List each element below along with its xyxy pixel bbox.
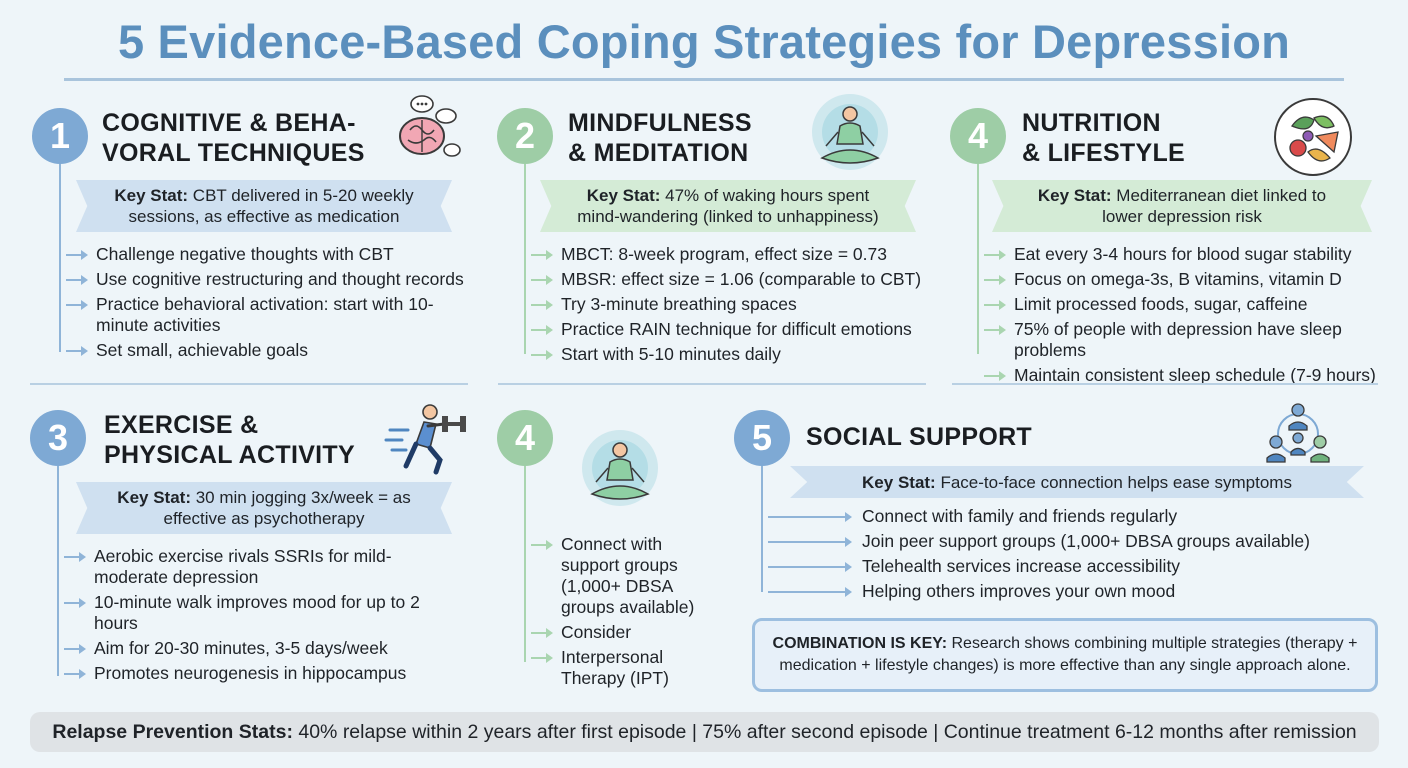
list-item: Interpersonal Therapy (IPT) [531,647,713,689]
section-divider [952,383,1378,385]
support-list: Connect with support groups (1,000+ DBSA… [531,534,713,693]
title-divider [64,78,1344,81]
list-item: Aerobic exercise rivals SSRIs for mild-m… [64,546,426,588]
list-item: Start with 5-10 minutes daily [531,344,933,365]
list-item: 10-minute walk improves mood for up to 2… [64,592,426,634]
section-number: 5 [734,410,790,466]
list-item: Set small, achievable goals [66,340,478,361]
section-divider [498,383,926,385]
section-title: MINDFULNESS & MEDITATION [568,109,752,167]
connector-line [524,466,526,662]
meditation-icon [812,94,888,170]
list-item: Promotes neurogenesis in hippocampus [64,663,426,684]
food-plate-icon [1274,98,1352,176]
section-title: SOCIAL SUPPORT [806,423,1032,451]
runner-dumbbell-icon [384,404,466,475]
connector-line [59,164,61,352]
connector-line [57,466,59,676]
section-number: 1 [32,108,88,164]
connector-line [761,466,763,592]
list-item: Practice RAIN technique for difficult em… [531,319,933,340]
key-stat-banner: Key Stat: Mediterranean diet linked to l… [992,180,1372,232]
list-item: Limit processed foods, sugar, caffeine [984,294,1396,315]
key-stat-banner: Key Stat: 30 min jogging 3x/week = as ef… [76,482,452,534]
list-item: 75% of people with depression have sleep… [984,319,1396,361]
key-stat-banner: Key Stat: CBT delivered in 5-20 weekly s… [76,180,452,232]
connector-line [524,164,526,354]
connector-line [977,164,979,354]
combination-callout: COMBINATION IS KEY: Research shows combi… [752,618,1378,692]
section-number: 2 [497,108,553,164]
list-item: Connect with family and friends regularl… [768,506,1370,527]
section-number: 3 [30,410,86,466]
page-title: 5 Evidence-Based Coping Strategies for D… [117,15,1291,68]
nutrition-list: Eat every 3-4 hours for blood sugar stab… [984,244,1396,390]
list-item: Eat every 3-4 hours for blood sugar stab… [984,244,1396,265]
list-item: Connect with support groups (1,000+ DBSA… [531,534,713,618]
section-title: NUTRITION & LIFESTYLE [1022,109,1186,167]
list-item: Helping others improves your own mood [768,581,1370,602]
mindfulness-list: MBCT: 8-week program, effect size = 0.73… [531,244,933,369]
section-divider [30,383,468,385]
section-number: 4 [950,108,1006,164]
key-stat-banner: Key Stat: 47% of waking hours spent mind… [540,180,916,232]
list-item: Consider [531,622,713,643]
list-item: Join peer support groups (1,000+ DBSA gr… [768,531,1370,552]
exercise-list: Aerobic exercise rivals SSRIs for mild-m… [64,546,426,688]
meditation-icon [582,430,658,506]
list-item: MBSR: effect size = 1.06 (comparable to … [531,269,933,290]
social-list: Connect with family and friends regularl… [768,506,1370,606]
list-item: Aim for 20-30 minutes, 3-5 days/week [64,638,426,659]
list-item: Challenge negative thoughts with CBT [66,244,478,265]
section-title: COGNITIVE & BEHA- VORAL TECHNIQUES [102,109,365,167]
key-stat-banner: Key Stat: Face-to-face connection helps … [790,466,1364,498]
cbt-list: Challenge negative thoughts with CBT Use… [66,244,478,365]
list-item: Focus on omega-3s, B vitamins, vitamin D [984,269,1396,290]
list-item: Practice behavioral activation: start wi… [66,294,478,336]
relapse-stats-footer: Relapse Prevention Stats: 40% relapse wi… [30,712,1379,752]
section-title: EXERCISE & PHYSICAL ACTIVITY [104,411,355,469]
list-item: Maintain consistent sleep schedule (7-9 … [984,365,1396,386]
list-item: MBCT: 8-week program, effect size = 0.73 [531,244,933,265]
list-item: Try 3-minute breathing spaces [531,294,933,315]
people-network-icon [1266,403,1330,463]
list-item: Telehealth services increase accessibili… [768,556,1370,577]
list-item: Use cognitive restructuring and thought … [66,269,478,290]
section-number: 4 [497,410,553,466]
brain-icon [399,95,461,157]
